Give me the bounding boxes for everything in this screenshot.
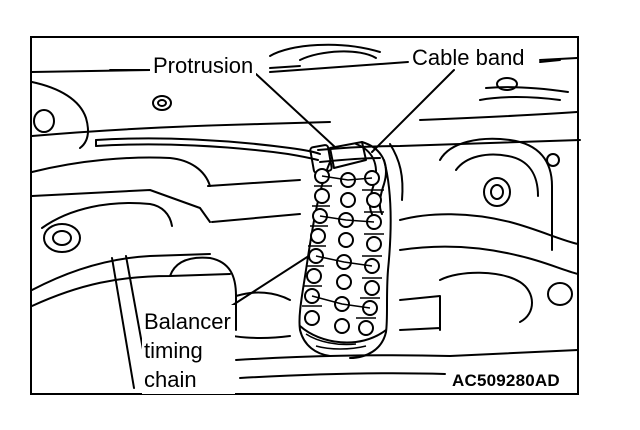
figure-frame	[30, 36, 579, 395]
cable-band-label: Cable band	[409, 46, 528, 69]
chain-right-edge	[349, 159, 392, 359]
left-slab-top	[31, 156, 211, 187]
chain-plates-right	[356, 189, 384, 319]
right-lower-hole	[547, 282, 573, 306]
clip-body	[329, 141, 367, 169]
lower-casting-5	[239, 372, 446, 379]
balancer-label-line-2: timing	[144, 338, 203, 363]
cable-guide	[317, 139, 581, 151]
cable-inner	[95, 143, 319, 161]
right-rib	[399, 213, 579, 245]
left-ledge	[207, 179, 301, 223]
balancer-label-line-1: Balancer	[144, 309, 231, 334]
upper-block-arch	[269, 43, 381, 57]
chain-bottom	[299, 325, 387, 344]
right-small-hole	[546, 153, 560, 167]
left-slab-slot	[41, 202, 173, 229]
upper-bolt-mid-inner	[157, 99, 167, 107]
leader-protrusion	[255, 73, 337, 149]
figure-code: AC509280AD	[449, 372, 563, 390]
right-step	[399, 295, 441, 331]
lower-casting-4	[235, 349, 579, 361]
right-arch	[439, 137, 553, 251]
cable-band-2	[361, 141, 387, 215]
chain-plates-left	[302, 185, 332, 307]
right-lower-boss	[439, 271, 533, 323]
leader-tail-cable	[269, 61, 409, 73]
upper-bolt-right	[496, 77, 518, 91]
leader-balancer	[221, 249, 319, 313]
upper-block-arch-2	[299, 50, 377, 61]
leader-cable-band	[371, 69, 455, 153]
left-slab-bolt	[43, 223, 81, 253]
upper-block-boss-left	[31, 81, 89, 149]
leader-tail-cable-2	[539, 59, 561, 63]
lower-casting	[169, 256, 237, 331]
cable-guide-2	[319, 157, 381, 163]
chain-bottom-links	[305, 333, 367, 350]
chain-pin-row	[311, 175, 375, 309]
left-slab-front	[31, 189, 211, 223]
lower-casting-2	[235, 291, 291, 301]
upper-bolt-mid	[152, 95, 172, 111]
right-rib-2	[399, 245, 579, 275]
left-slab-lower	[31, 253, 211, 291]
chain-link-col-mid	[334, 172, 356, 334]
right-bolt-hole	[483, 177, 511, 207]
upper-right-detail	[479, 86, 569, 101]
balancer-label-line-3: chain	[144, 367, 197, 392]
upper-block-lower-edge	[31, 111, 578, 137]
chain-link-col-left	[304, 168, 330, 326]
left-slab-lower-2	[31, 273, 231, 307]
balancer-timing-chain-label: Balancer timing chain	[142, 305, 235, 394]
upper-bolt-left	[33, 109, 55, 133]
right-casting-top	[389, 143, 404, 201]
right-arch-inner	[455, 153, 539, 197]
protrusion-label: Protrusion	[150, 54, 257, 77]
right-bolt-hole-inner	[490, 184, 504, 200]
left-slab-bolt-inner	[52, 230, 72, 246]
